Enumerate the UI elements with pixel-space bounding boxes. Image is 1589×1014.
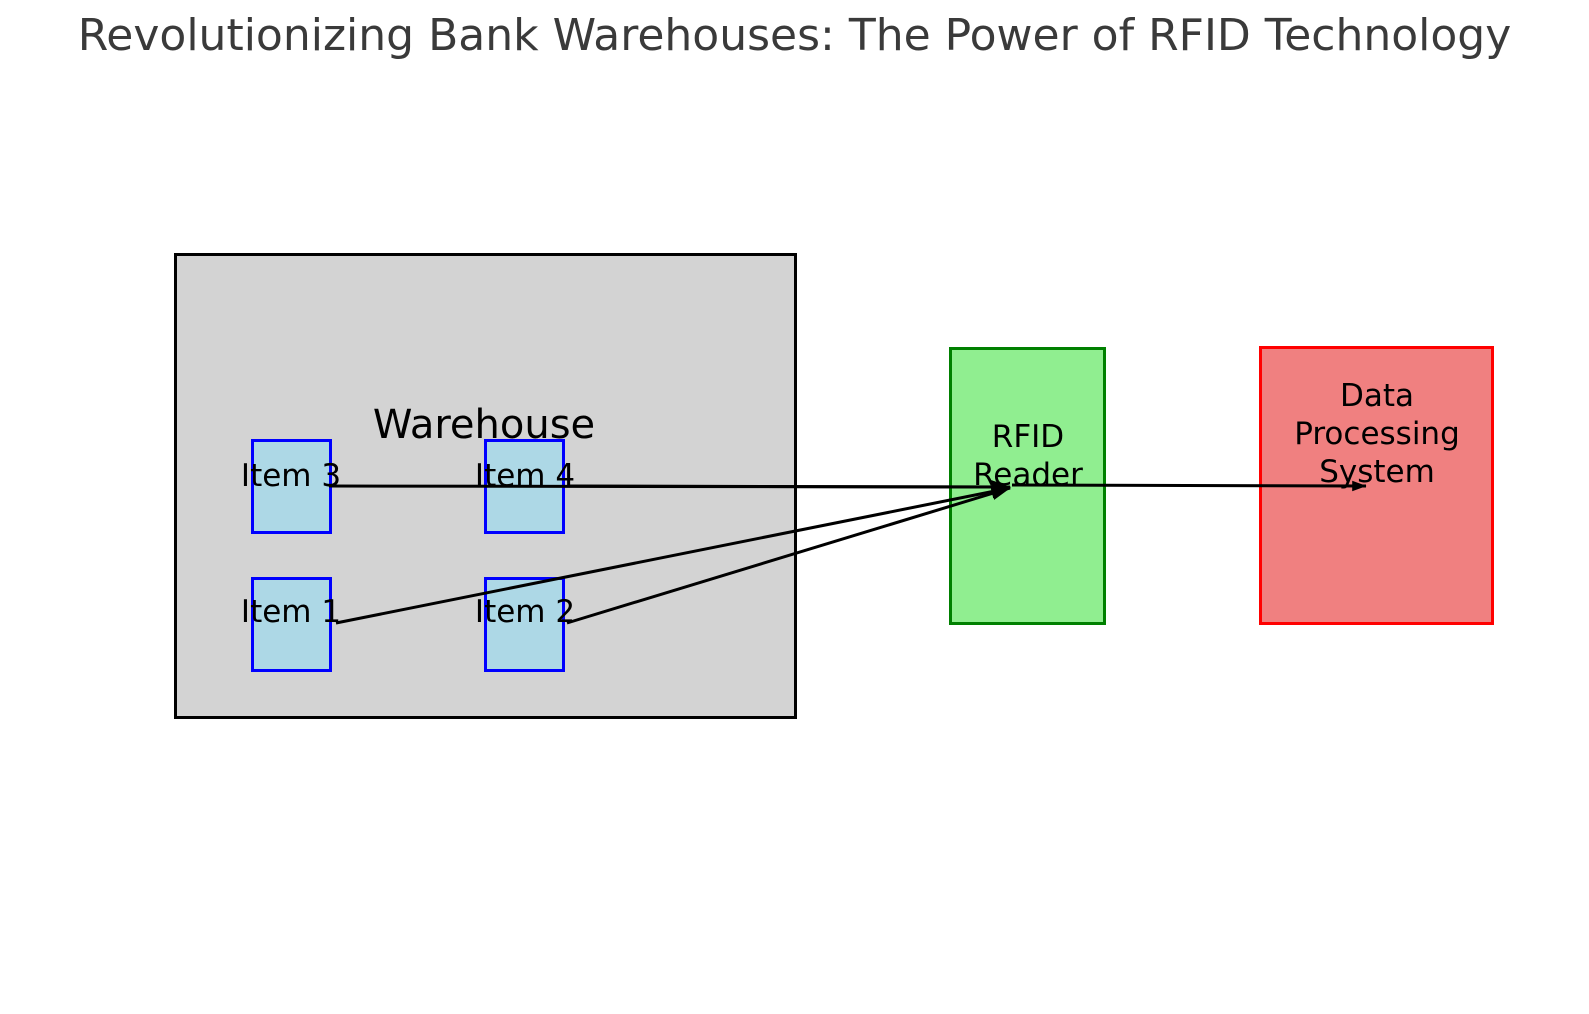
item-3-label: Item 3 [240,458,342,494]
item-1-box [251,577,332,672]
rfid-reader-label: RFID Reader [973,419,1083,493]
item-1-label: Item 1 [240,594,342,630]
item-2-label: Item 2 [474,594,576,630]
item-4-label: Item 4 [474,458,576,494]
data-processing-system-label: Data Processing System [1294,378,1460,490]
warehouse-label: Warehouse [372,402,596,448]
diagram-title: Revolutionizing Bank Warehouses: The Pow… [77,10,1512,61]
